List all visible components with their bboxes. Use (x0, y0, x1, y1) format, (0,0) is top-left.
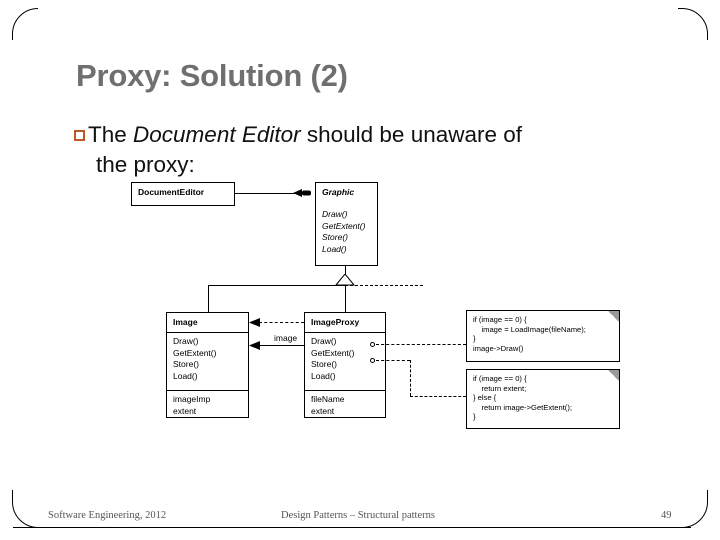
class-box-imageproxy: ImageProxy Draw() GetExtent() Store() Lo… (304, 312, 386, 418)
class-name-documenteditor: DocumentEditor (138, 187, 205, 197)
frame-mask-left (0, 40, 14, 490)
association-arrowhead-icon (293, 189, 311, 197)
note-connector-2-seg1 (376, 360, 410, 361)
note-line: return image->GetExtent(); (473, 402, 572, 412)
operation: Store() (173, 359, 199, 369)
note-fold-icon (608, 311, 619, 322)
class-box-documenteditor: DocumentEditor (131, 182, 235, 206)
class-operations-imageproxy: Draw() GetExtent() Store() Load() (305, 332, 385, 385)
bullet-text-line2: the proxy: (96, 151, 195, 177)
bullet-paragraph: The Document Editor should be unaware of… (74, 120, 654, 179)
generalization-bar-dashed-extension (345, 285, 423, 286)
class-attributes-imageproxy: fileName extent (305, 390, 385, 420)
note-line: } else { (473, 393, 497, 403)
note-line: } (473, 412, 476, 422)
operation: Store() (311, 359, 337, 369)
class-name-image: Image (173, 317, 198, 327)
operation: Draw() (311, 336, 337, 346)
frame-mask-right (706, 40, 720, 490)
operation: Load() (322, 243, 347, 254)
footer-page-number: 49 (661, 510, 672, 521)
operation: Store() (322, 232, 348, 242)
operation: GetExtent() (322, 220, 366, 231)
note-draw-implementation: if (image == 0) { image = LoadImage(file… (466, 310, 620, 362)
class-box-graphic: Graphic Draw() GetExtent() Store() Load(… (315, 182, 378, 266)
operation: Load() (311, 370, 336, 381)
bullet-text-emphasis: Document Editor (133, 122, 301, 147)
note-fold-icon (608, 370, 619, 381)
association-arrowhead-image-icon (249, 341, 260, 350)
generalization-drop-imageproxy (345, 285, 346, 312)
class-box-image: Image Draw() GetExtent() Store() Load() … (166, 312, 249, 418)
attribute: fileName (311, 394, 345, 404)
class-operations-image: Draw() GetExtent() Store() Load() (167, 332, 248, 385)
page-title: Proxy: Solution (2) (76, 58, 348, 93)
note-line: image->Draw() (473, 343, 524, 353)
attribute: extent (173, 405, 197, 416)
dependency-arrowhead-icon (249, 318, 260, 327)
note-connector-2-seg3 (410, 396, 466, 397)
note-anchor-socket-getextent (370, 358, 375, 363)
class-operations-graphic: Draw() GetExtent() Store() Load() (316, 197, 377, 258)
note-line: if (image == 0) { (473, 374, 527, 383)
note-anchor-socket-draw (370, 342, 375, 347)
class-name-graphic: Graphic (322, 187, 355, 197)
attribute: extent (311, 405, 335, 416)
note-line: image = LoadImage(fileName); (473, 324, 586, 334)
uml-class-diagram: DocumentEditor Graphic Draw() GetExtent(… (128, 182, 628, 437)
note-getextent-implementation: if (image == 0) { return extent; } else … (466, 369, 620, 429)
frame-mask-top (38, 0, 678, 10)
operation: GetExtent() (311, 347, 355, 358)
operation: Draw() (173, 336, 199, 346)
bullet-text-before: The (88, 122, 134, 147)
note-line: if (image == 0) { (473, 315, 527, 324)
bullet-text-after: should be unaware of (300, 122, 523, 147)
class-attributes-image: imageImp extent (167, 390, 248, 420)
note-connector-2-seg2 (410, 360, 411, 396)
generalization-drop-image (208, 285, 209, 312)
generalization-bar (208, 285, 345, 286)
operation: GetExtent() (173, 347, 217, 358)
association-line-editor-graphic (235, 193, 299, 194)
note-line: return extent; (473, 383, 527, 393)
footer-divider (13, 527, 691, 528)
class-name-imageproxy: ImageProxy (311, 317, 360, 327)
association-line-proxy-image (259, 345, 304, 346)
operation: Draw() (322, 209, 348, 219)
generalization-stem (345, 266, 346, 275)
slide-footer: Software Engineering, 2012 Design Patter… (0, 505, 720, 529)
footer-course-label: Software Engineering, 2012 (48, 510, 167, 521)
footer-topic-label: Design Patterns – Structural patterns (281, 510, 435, 521)
square-bullet-icon (74, 130, 85, 141)
operation: Load() (173, 370, 198, 381)
dependency-line-proxy-image (259, 322, 304, 323)
attribute: imageImp (173, 394, 211, 404)
note-connector-1 (376, 344, 466, 345)
association-role-label: image (274, 333, 298, 343)
note-line: } (473, 334, 476, 344)
